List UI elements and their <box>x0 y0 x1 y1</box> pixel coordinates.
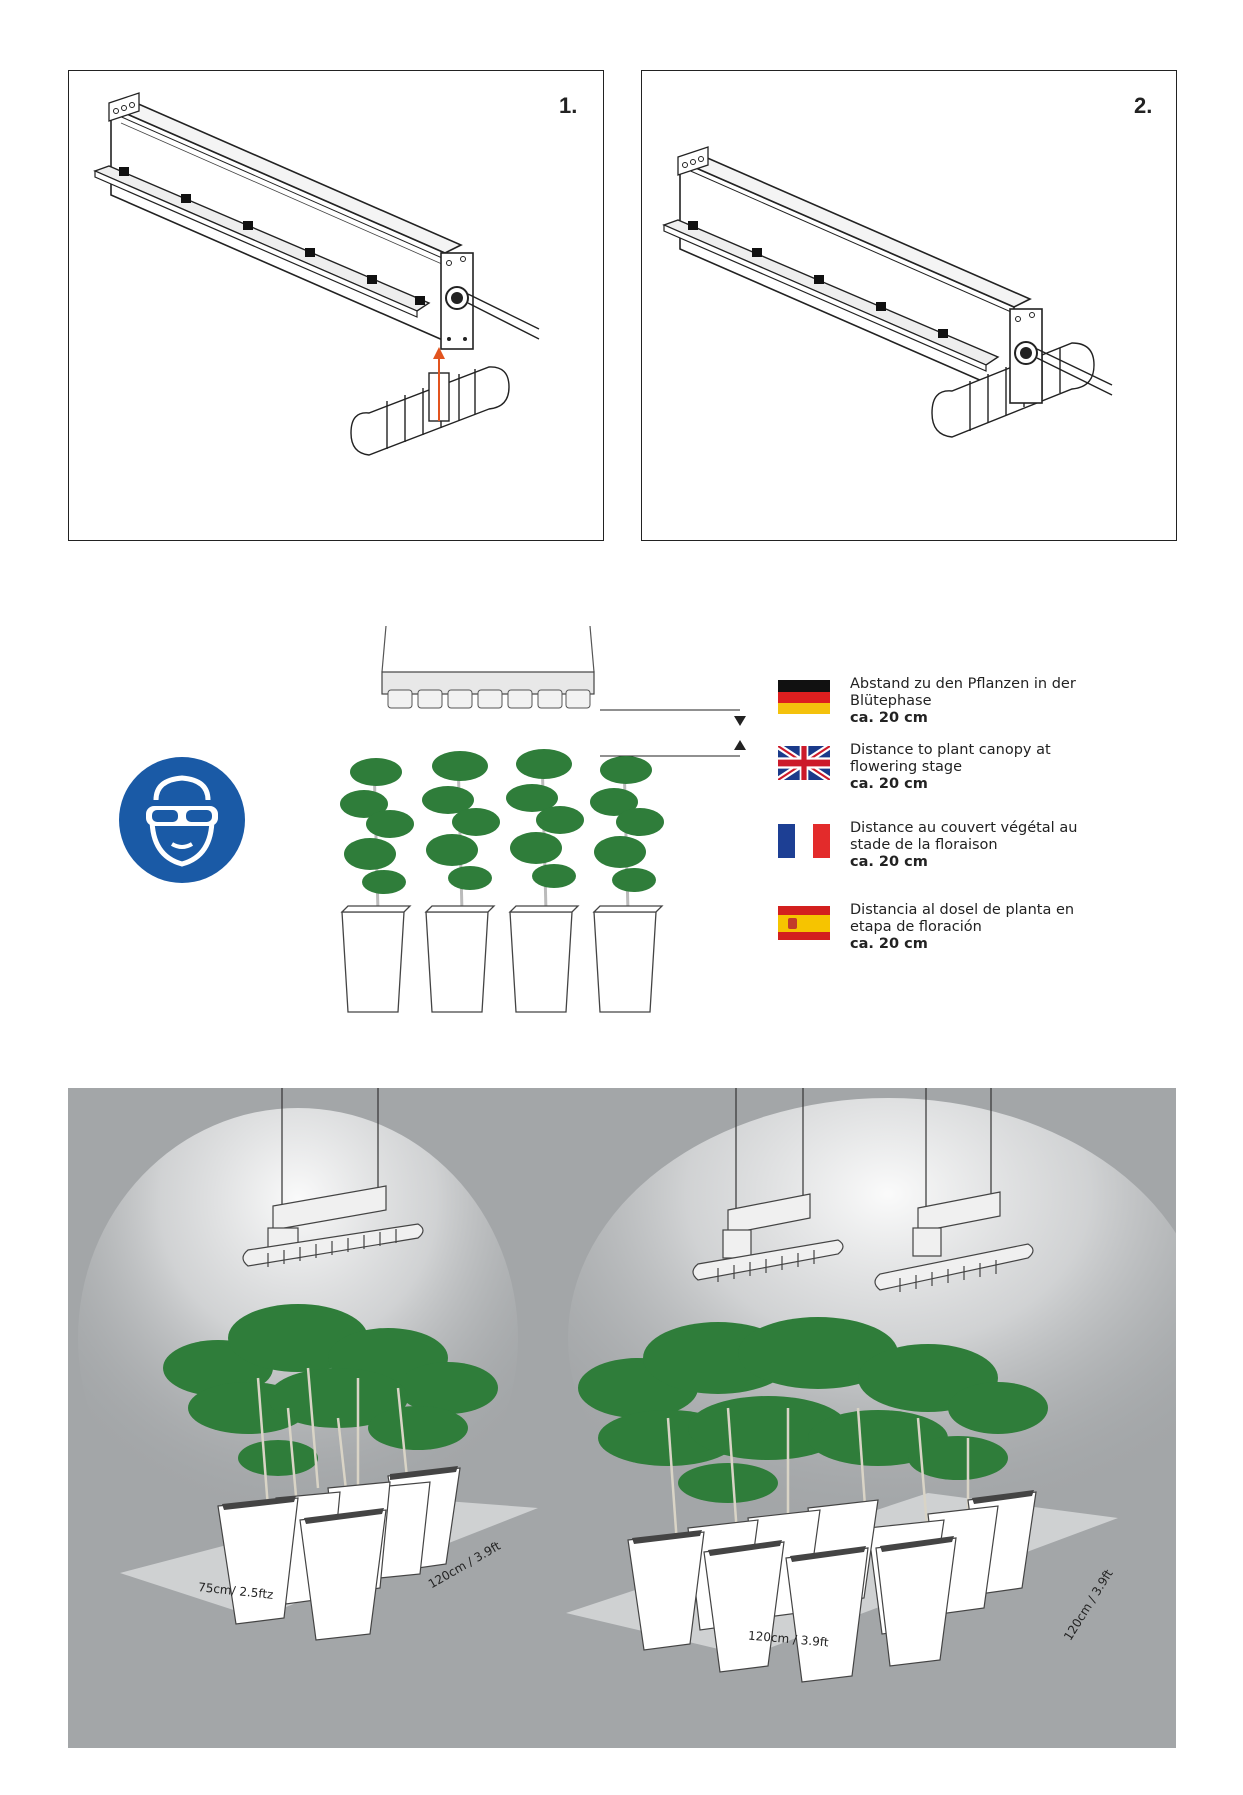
step-1-label: 1. <box>559 93 578 118</box>
distance-value: ca. 20 cm <box>850 854 928 870</box>
distance-description: Distancia al dosel de planta en etapa de… <box>850 902 1075 935</box>
distance-value: ca. 20 cm <box>850 936 928 952</box>
grow-room-illustration: 75cm/ 2.5ftz 120cm / 3.9ft 120cm / 3.9ft… <box>68 1088 1176 1748</box>
distance-info-fr: Distance au couvert végétal au stade de … <box>778 820 1108 894</box>
distance-description: Distance au couvert végétal au stade de … <box>850 820 1078 853</box>
led-bar-illustration-1 <box>93 92 540 456</box>
distance-info-en: Distance to plant canopy at flowering st… <box>778 742 1108 816</box>
assembly-step-2-panel: 2. <box>641 70 1177 541</box>
canopy-distance-diagram <box>340 625 746 1013</box>
distance-description: Abstand zu den Pflanzen in der Blütephas… <box>850 676 1076 709</box>
led-bar-illustration-2 <box>662 146 1113 438</box>
uk-flag-icon <box>778 746 830 780</box>
distance-info-es: Distancia al dosel de planta en etapa de… <box>778 902 1108 976</box>
safety-goggles-icon <box>119 757 245 883</box>
germany-flag-icon <box>778 680 830 714</box>
step-2-label: 2. <box>1134 93 1153 118</box>
spain-flag-icon <box>778 906 830 940</box>
distance-description: Distance to plant canopy at flowering st… <box>850 742 1051 775</box>
distance-value: ca. 20 cm <box>850 776 928 792</box>
distance-info-de: Abstand zu den Pflanzen in der Blütephas… <box>778 676 1108 750</box>
assembly-step-1-panel: 1. <box>68 70 604 541</box>
grow-room-scene <box>78 1088 1176 1683</box>
distance-value: ca. 20 cm <box>850 710 928 726</box>
plant-group <box>340 749 664 913</box>
france-flag-icon <box>778 824 830 858</box>
